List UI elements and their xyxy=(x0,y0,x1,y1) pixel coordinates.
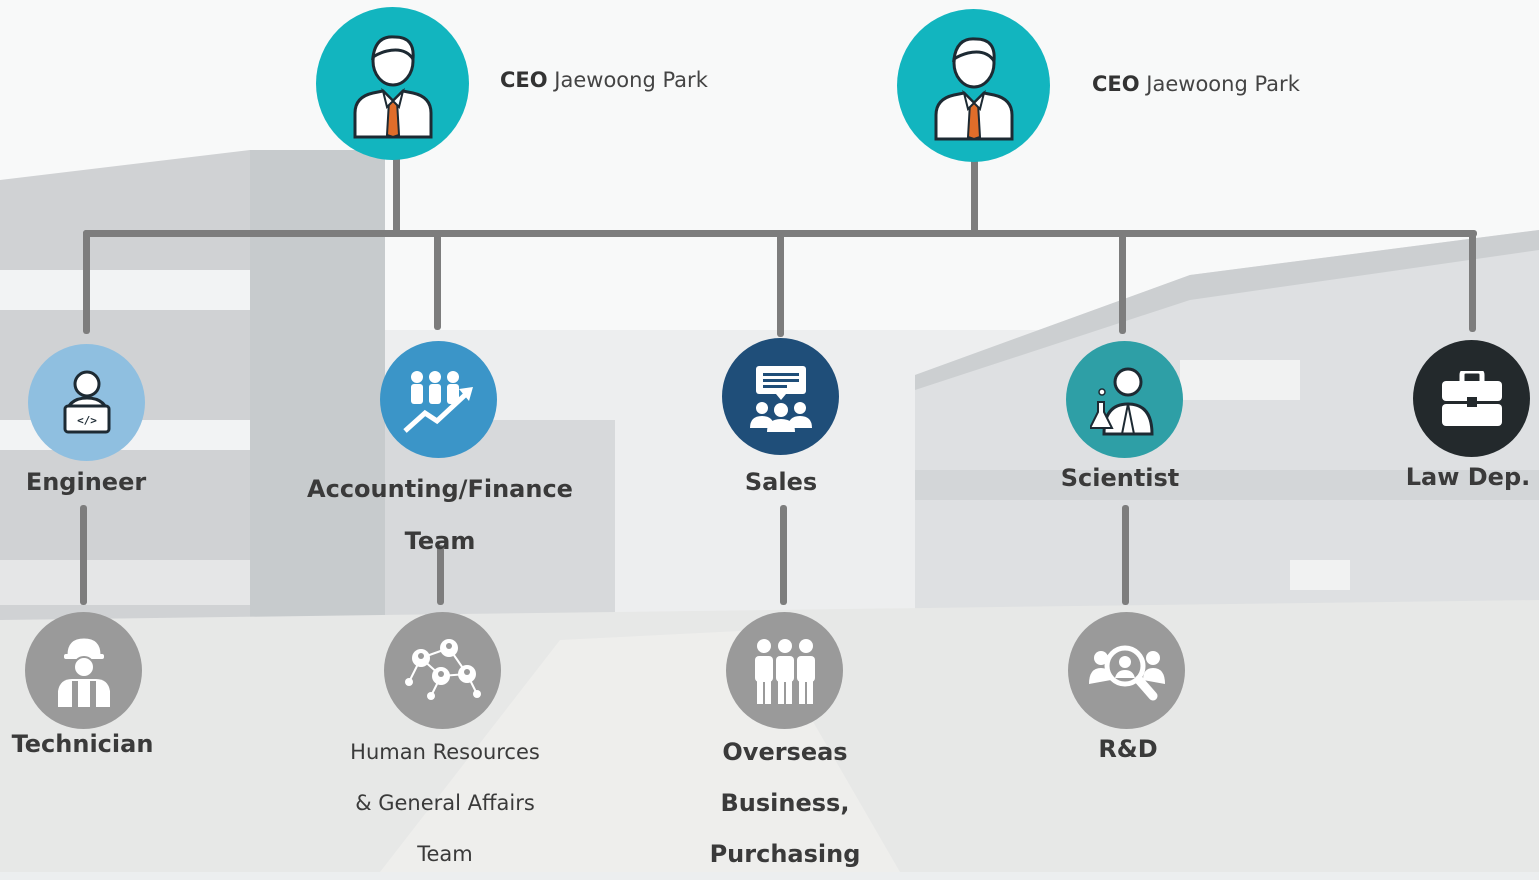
law-label: Law Dep. xyxy=(1405,463,1531,491)
ceo-title-2: CEO xyxy=(1092,72,1140,96)
ceo1-connector xyxy=(393,150,400,236)
businessman-icon xyxy=(353,34,432,138)
overseas-label-line3: Purchasing xyxy=(709,840,861,868)
ceo-node-1[interactable] xyxy=(316,7,469,160)
rnd-label: R&D xyxy=(1098,735,1158,763)
ceo-title-1: CEO xyxy=(500,68,548,92)
scientist-connector xyxy=(1119,230,1126,334)
ceo-label-1: CEO Jaewoong Park xyxy=(500,68,708,92)
technician-node[interactable] xyxy=(25,612,142,729)
accounting-label: Accounting/Finance Team xyxy=(290,463,590,567)
law-node[interactable] xyxy=(1413,340,1530,457)
accounting-connector xyxy=(434,230,441,330)
rnd-node[interactable] xyxy=(1068,612,1185,729)
ceo-node-2[interactable] xyxy=(897,9,1050,162)
engineer-laptop-icon: </> xyxy=(63,370,110,433)
sales-node[interactable] xyxy=(722,338,839,455)
sales-connector xyxy=(777,230,784,337)
ceo-label-2: CEO Jaewoong Park xyxy=(1092,72,1300,96)
people-group-icon xyxy=(754,638,815,704)
overseas-label: Overseas Business, Purchasing xyxy=(690,727,880,880)
technician-icon xyxy=(57,637,110,707)
hr-label: Human Resources & General Affairs Team xyxy=(300,727,590,880)
engineer-node[interactable]: </> xyxy=(28,344,145,461)
ceo-name-1: Jaewoong Park xyxy=(554,68,708,92)
network-people-icon xyxy=(404,638,481,700)
technician-connector xyxy=(80,505,87,605)
technician-label: Technician xyxy=(11,730,154,758)
hr-connector xyxy=(437,545,444,605)
rnd-connector xyxy=(1122,505,1129,605)
engineer-label: Engineer xyxy=(25,468,147,496)
growth-team-icon xyxy=(402,370,473,433)
scientist-node[interactable] xyxy=(1066,341,1183,458)
sales-label: Sales xyxy=(744,468,818,496)
hr-label-line3: Team xyxy=(417,842,473,866)
ceo-name-2: Jaewoong Park xyxy=(1146,72,1300,96)
accounting-node[interactable] xyxy=(380,341,497,458)
accounting-label-line2: Team xyxy=(404,527,476,555)
businessman-icon xyxy=(934,36,1013,140)
meeting-chat-icon xyxy=(749,365,812,432)
ceo2-connector xyxy=(971,150,978,236)
hr-label-line1: Human Resources xyxy=(350,740,540,764)
accounting-label-line1: Accounting/Finance xyxy=(307,475,573,503)
overseas-connector xyxy=(780,505,787,605)
hr-node[interactable] xyxy=(384,612,501,729)
research-magnifier-icon xyxy=(1088,645,1165,700)
scientist-label: Scientist xyxy=(1060,464,1180,492)
law-connector xyxy=(1469,230,1476,332)
overseas-label-line2: Business, xyxy=(720,789,850,817)
scientist-icon xyxy=(1089,367,1154,435)
engineer-connector xyxy=(83,230,90,334)
overseas-label-line1: Overseas xyxy=(722,738,848,766)
overseas-node[interactable] xyxy=(726,612,843,729)
briefcase-icon xyxy=(1441,370,1502,426)
svg-text:</>: </> xyxy=(77,414,97,427)
hr-label-line2: & General Affairs xyxy=(355,791,535,815)
